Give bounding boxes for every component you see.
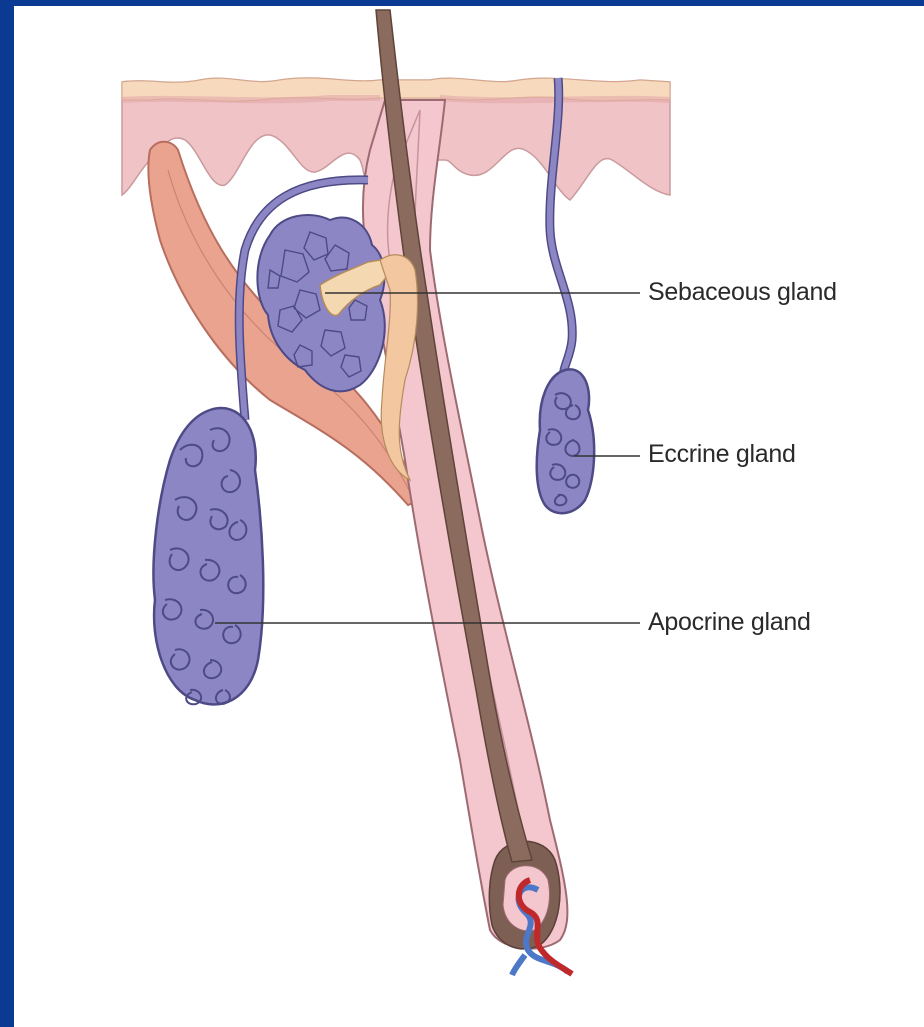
apocrine-gland-label: Apocrine gland xyxy=(648,608,811,637)
sebaceous-gland-label: Sebaceous gland xyxy=(648,278,837,307)
eccrine-gland-label: Eccrine gland xyxy=(648,440,796,469)
hair-follicle xyxy=(363,100,567,949)
